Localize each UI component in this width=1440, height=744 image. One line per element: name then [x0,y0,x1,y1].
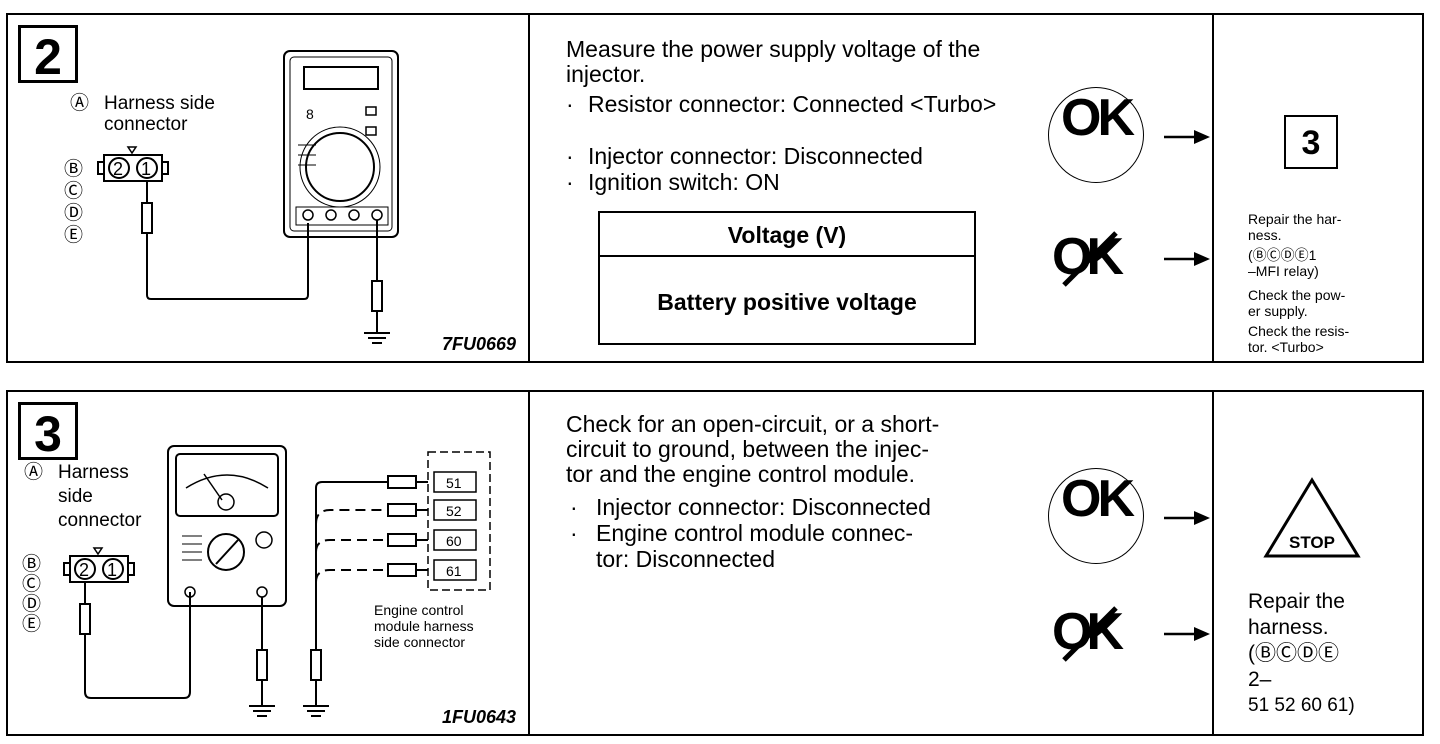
condition-bullet: · [566,169,574,195]
arrow-right-icon [1164,626,1210,647]
ecm-label-line-3: side connector [374,634,466,650]
instruction-line-1: Check for an open-circuit, or a short- [566,411,940,437]
condition-bullet: · [566,143,574,169]
condition-2: Injector connector: Disconnected [588,143,923,169]
label-a-line-1: Harness [58,462,129,483]
step-3-figure: 3 Ⓐ Harness side connector Ⓑ Ⓒ Ⓓ Ⓔ 2 1 [8,392,530,734]
ecm-label-line-1: Engine control [374,602,464,618]
ok-circle: OK [1048,87,1144,183]
pin-marker-c: Ⓒ [64,181,84,202]
instruction: Measure the power supply voltage of the … [566,36,981,87]
ecm-pin-60: 60 [446,533,462,549]
step-number: 3 [18,402,78,462]
ng-mark: OK [1052,602,1124,662]
ng-result-line-2: ness. [1248,227,1282,243]
pin-1-label: 1 [141,159,151,179]
ng-result-line-4: –MFI relay) [1248,263,1319,279]
condition-3: Ignition switch: ON [588,169,780,195]
ng-result-line-3: (ⒷⒸⒹⒺ1 [1248,247,1317,263]
ng-result-line-6: er supply. [1248,303,1308,319]
step-2-row: 2 Ⓐ Harness side connector Ⓑ Ⓒ Ⓓ Ⓔ 2 1 8 [6,13,1424,363]
condition-bullet: · [566,91,574,117]
voltage-table-header: Voltage (V) [600,213,974,257]
label-a: Harness side connector [104,93,215,135]
label-a-line-3: connector [58,510,142,531]
step-2-procedure: Measure the power supply voltage of the … [528,15,1214,361]
voltage-table: Voltage (V) Battery positive voltage [598,211,976,345]
arrow-right-icon [1164,129,1210,150]
ng-result-line-1: Repair the [1248,590,1345,613]
condition-1: Resistor connector: Connected <Turbo> [588,91,997,117]
ng-result-line-8: tor. <Turbo> [1248,339,1324,355]
step-number: 2 [18,25,78,85]
step-3-procedure: Check for an open-circuit, or a short- c… [528,392,1214,734]
ecm-pin-52: 52 [446,503,462,519]
condition-bullet: · [570,494,578,520]
figure-code: 1FU0643 [441,707,516,727]
condition-bullet: · [570,520,578,546]
ng-result-line-5: Check the pow- [1248,287,1346,303]
ng-result-line-3: (ⒷⒸⒹⒺ [1248,642,1339,665]
label-a-line-2: side [58,486,93,507]
cross-out-icon [1062,231,1118,287]
ng-result-line-5: 51 52 60 61) [1248,695,1355,716]
stop-sign-icon: STOP [1263,477,1361,558]
ng-result-line-2: harness. [1248,616,1329,639]
pin-marker-b: Ⓑ [22,554,42,575]
pin-2-label: 2 [113,159,123,179]
arrow-right-icon [1164,251,1210,272]
multimeter-diagram: 2 1 8 [97,50,399,344]
step-3-results: STOP Repair the harness. (ⒷⒸⒹⒺ 2– 51 52 … [1212,392,1422,734]
ng-result-line-4: 2– [1248,668,1272,691]
ecm-label-line-2: module harness [374,618,474,634]
condition-2: Engine control module connec- [596,520,914,546]
pin-marker-d: Ⓓ [64,203,84,224]
ecm-pin-61: 61 [446,563,462,579]
instruction-line-2: circuit to ground, between the injec- [566,436,930,462]
condition-1: Injector connector: Disconnected [596,494,931,520]
voltage-table-value: Battery positive voltage [657,289,917,315]
label-a-marker: Ⓐ [24,462,44,483]
condition-3: tor: Disconnected [596,546,775,572]
svg-text:8: 8 [306,106,314,122]
cross-out-icon [1062,606,1118,662]
ng-result-line-1: Repair the har- [1248,211,1342,227]
pin-marker-e: Ⓔ [22,614,42,635]
ng-result-line-7: Check the resis- [1248,323,1350,339]
ohmmeter-diagram: 2 1 [63,445,491,717]
stop-label: STOP [1289,533,1335,552]
instruction-line-3: tor and the engine control module. [566,461,916,487]
next-step-box: 3 [1284,115,1338,169]
pin-2-label: 2 [79,560,89,580]
step-2-figure: 2 Ⓐ Harness side connector Ⓑ Ⓒ Ⓓ Ⓔ 2 1 8 [8,15,530,361]
figure-code: 7FU0669 [441,334,516,354]
label-a-marker: Ⓐ [70,93,90,114]
ng-mark: OK [1052,227,1124,287]
pin-marker-d: Ⓓ [22,594,42,615]
pin-1-label: 1 [107,560,117,580]
pin-marker-c: Ⓒ [22,574,42,595]
step-3-row: 3 Ⓐ Harness side connector Ⓑ Ⓒ Ⓓ Ⓔ 2 1 [6,390,1424,736]
step-2-results: 3 Repair the har- ness. (ⒷⒸⒹⒺ1 –MFI rela… [1212,15,1422,361]
ok-circle: OK [1048,468,1144,564]
arrow-right-icon [1164,510,1210,531]
pin-marker-b: Ⓑ [64,159,84,180]
pin-marker-e: Ⓔ [64,225,84,246]
ecm-pin-51: 51 [446,475,462,491]
